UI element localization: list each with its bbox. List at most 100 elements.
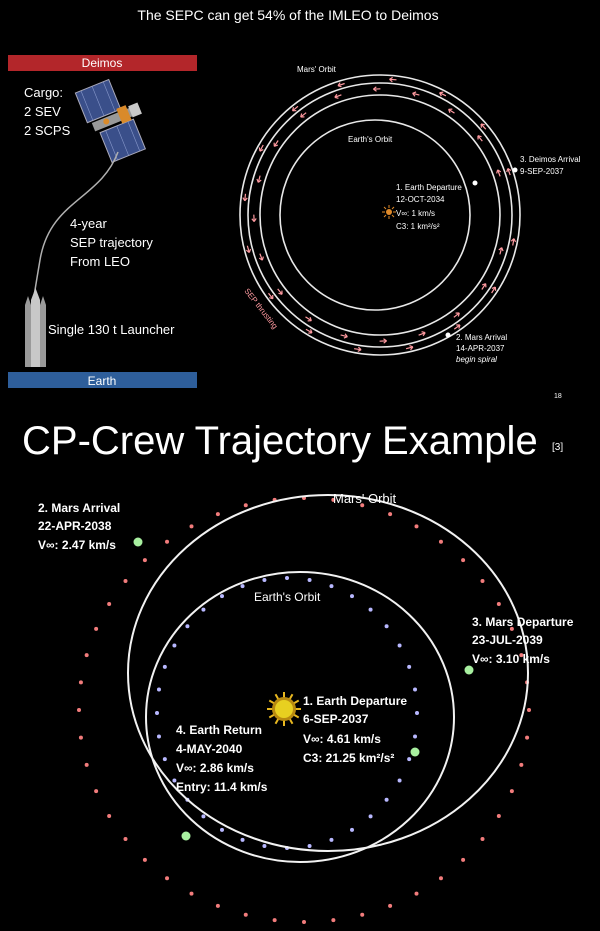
earth-orbit-dot [172, 778, 177, 783]
event-line: V∞: 1 km/s [396, 209, 435, 218]
mars-orbit-dot [123, 578, 128, 583]
mars-orbit-dot [519, 762, 524, 767]
mars-departure-marker [464, 665, 474, 675]
earth-orbit-dot [155, 711, 159, 715]
mars-orbit-circle [239, 74, 521, 356]
sep-arrow-shaft [480, 123, 487, 130]
slide1-title: The SEPC can get 54% of the IMLEO to Dei… [137, 7, 438, 23]
event-line: C3: 21.25 km²/s² [303, 751, 394, 765]
sep-arrows [242, 76, 517, 352]
sep-arrow-head [278, 290, 283, 295]
mars-orbit-dots [77, 496, 531, 924]
sep-arrow-shaft [268, 292, 274, 300]
mars-orbit-dot [94, 789, 99, 794]
sep-arrow-head [389, 76, 393, 83]
event-line: 23-JUL-2039 [472, 633, 543, 647]
event-line: Entry: 11.4 km/s [176, 780, 268, 794]
mars-orbit-dot [189, 524, 194, 529]
sep-arrow-shaft [354, 348, 362, 351]
earth-orbit-dots [155, 576, 419, 850]
earth-orbit-dot [384, 797, 389, 802]
trajectory-line: SEP trajectory [70, 235, 153, 250]
event-line: C3: 1 km²/s² [396, 222, 440, 231]
sun-icon [267, 692, 301, 726]
slide1-event2-text: 2. Mars Arrival 14-APR-2037 begin spiral [456, 333, 507, 364]
sun-icon [382, 205, 396, 219]
event-line: 14-APR-2037 [456, 344, 505, 353]
sep-arrow-shaft [257, 175, 261, 183]
mars-orbit-dot [480, 837, 485, 842]
earth-orbit-dot [262, 843, 267, 848]
earth-orbit-dot [156, 734, 161, 739]
event-line: 9-SEP-2037 [520, 167, 564, 176]
mars-orbit-dot [94, 626, 99, 631]
slide1-orbit-diagram: Mars' Orbit Earth's Orbit [239, 65, 581, 364]
sep-arrow-head [477, 135, 482, 140]
sep-arrow-head [496, 169, 502, 174]
mars-orbit-dot [107, 602, 112, 606]
sep-arrow-shaft [305, 328, 313, 334]
sep-arrow-shaft [477, 135, 483, 142]
mars-orbit-dot [189, 891, 194, 896]
earth-orbit-dot [329, 584, 334, 589]
sep-arrow-head [506, 167, 512, 173]
mars-orbit-dot [243, 912, 248, 917]
event-line: V∞: 2.86 km/s [176, 761, 254, 775]
mars-orbit-dot [527, 708, 531, 712]
earth-orbit-dot [201, 607, 206, 612]
earth-orbit-dot [407, 757, 412, 762]
sep-arrow-shaft [300, 112, 307, 118]
sep-arrow-head [245, 248, 252, 253]
mars-orbit-dot [509, 626, 514, 631]
earth-orbit-dot [413, 687, 418, 692]
event-line: 4. Earth Return [176, 723, 262, 737]
sun-ray [274, 693, 280, 700]
mars-orbit-dot [123, 837, 128, 842]
sep-arrow-shaft [491, 286, 496, 294]
sep-arrow-shaft [448, 108, 455, 114]
earth-return-marker [181, 831, 191, 841]
earth-orbit-dot [415, 711, 419, 715]
mars-orbit-dot [78, 680, 83, 685]
earth-orbit-dot [201, 814, 206, 819]
sep-arrow-shaft [453, 312, 460, 318]
trajectory-line: 4-year [70, 216, 108, 231]
sep-arrow-shaft [340, 334, 348, 338]
earth-orbit-dot [384, 624, 389, 629]
trajectory-line: From LEO [70, 254, 130, 269]
sun-ray [288, 718, 294, 725]
sep-arrow-shaft [453, 324, 461, 330]
sep-arrow-head [455, 312, 460, 317]
mars-orbit-dot [107, 814, 112, 818]
sep-arrow-shaft [418, 332, 426, 336]
earth-orbit-dot [262, 578, 267, 583]
event-line: 1. Earth Departure [303, 694, 407, 708]
earth-departure-marker [472, 180, 478, 186]
mars-orbit-dot [165, 876, 170, 881]
earth-orbit-dot [220, 827, 224, 832]
rocket-icon [25, 288, 46, 367]
mars-arrival-marker [133, 537, 143, 547]
earth-orbit-dot [240, 584, 245, 589]
sep-arrow-head [412, 91, 417, 97]
slide1-event1-text: 1. Earth Departure 12-OCT-2034 V∞: 1 km/… [396, 183, 462, 231]
earth-bar [8, 372, 197, 388]
sep-arrow-shaft [512, 238, 515, 246]
mars-orbit-dot [243, 503, 248, 508]
event-line: 3. Mars Departure [472, 615, 574, 629]
earth-orbit-dot [329, 837, 334, 842]
event-line: 2. Mars Arrival [456, 333, 507, 342]
slide2-event2-text: 2. Mars Arrival 22-APR-2038 V∞: 2.47 km/… [38, 501, 120, 552]
sep-arrow-head [300, 113, 305, 118]
mars-orbit-dot [360, 912, 365, 917]
sep-arrow-head [383, 338, 387, 344]
mars-arrival-marker [445, 332, 451, 338]
sep-arrow-head [498, 247, 504, 252]
sep-arrow-shaft [481, 283, 487, 290]
earth-orbit-dot [185, 624, 190, 629]
transfer-orbit-circle [259, 94, 501, 336]
earth-orbit-dot [220, 594, 224, 599]
earth-orbit-dot [350, 594, 354, 599]
mars-orbit-label: Mars' Orbit [297, 65, 337, 74]
